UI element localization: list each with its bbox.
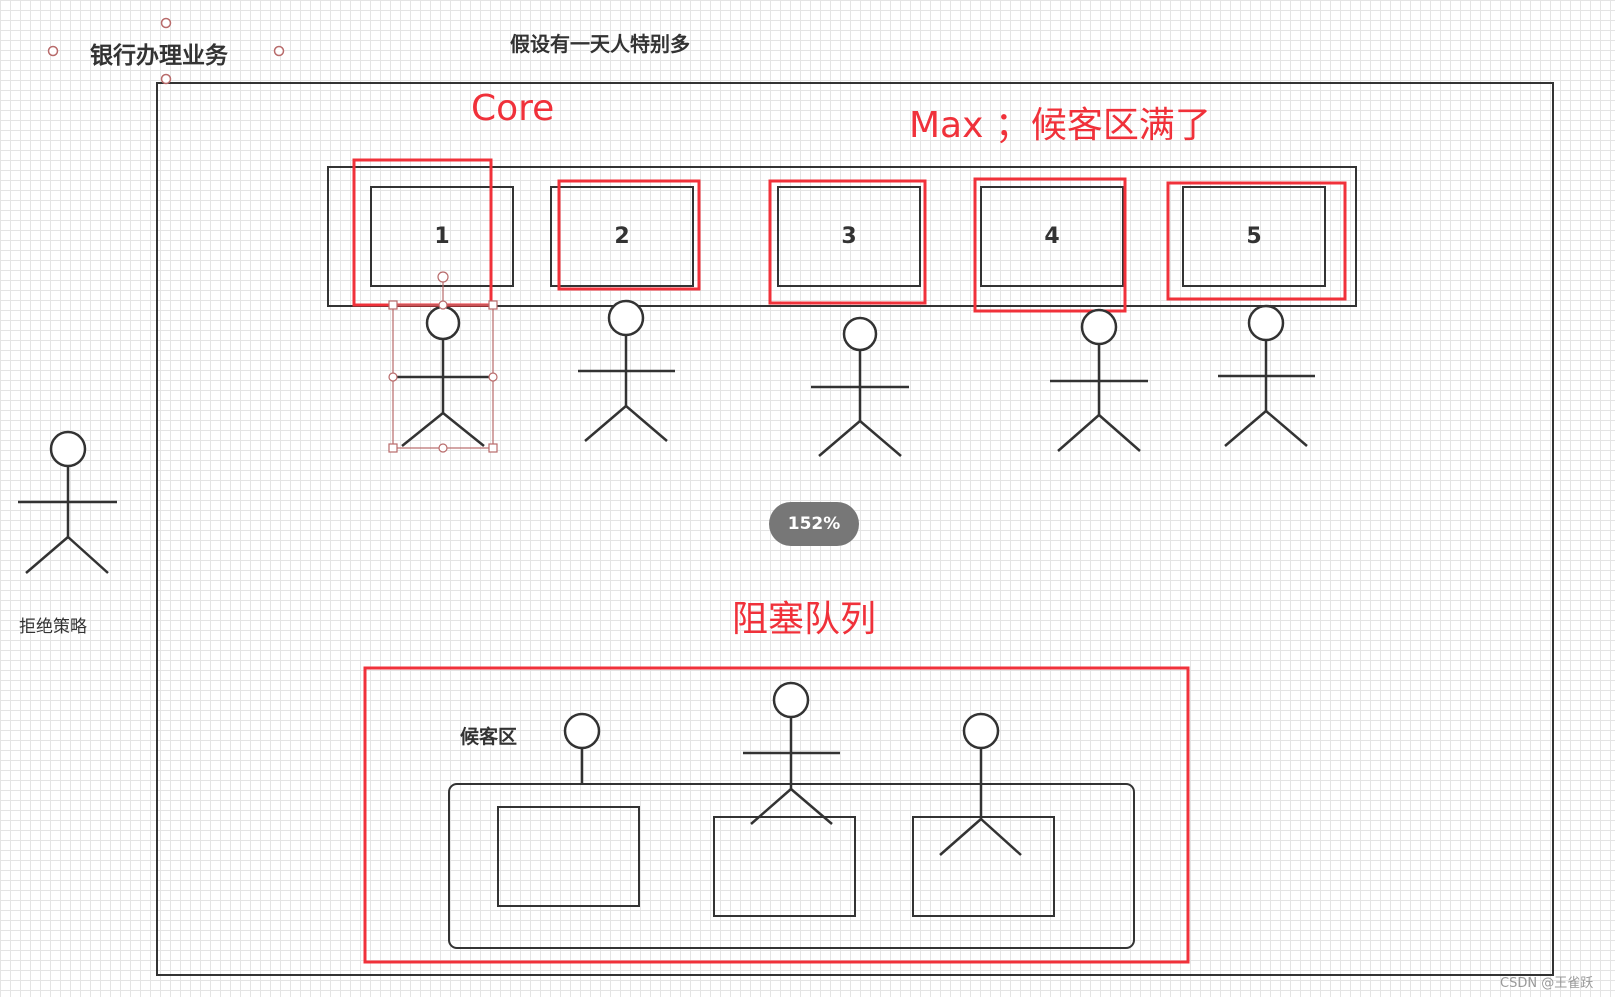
- counter-label-1: 1: [434, 224, 450, 249]
- counter-box-4[interactable]: [980, 186, 1124, 287]
- core-label[interactable]: Core: [471, 88, 555, 129]
- watermark-credit: CSDN @王雀跃: [1500, 976, 1594, 991]
- waiting-customer-1[interactable]: [563, 712, 601, 784]
- counters-row-container[interactable]: [327, 166, 1357, 307]
- counter-label-3: 3: [841, 224, 857, 249]
- max-highlight-5[interactable]: [1166, 181, 1347, 301]
- waiting-seat-2[interactable]: [713, 816, 856, 917]
- counter-box-3[interactable]: [777, 186, 921, 287]
- selection-handles[interactable]: [388, 271, 498, 453]
- waiting-area-container[interactable]: [448, 783, 1135, 949]
- customer-figure-5[interactable]: [1218, 304, 1315, 447]
- counter-box-2[interactable]: [550, 186, 694, 287]
- max-highlight-4[interactable]: [973, 177, 1127, 313]
- waiting-customer-3[interactable]: [939, 712, 1022, 856]
- waiting-seat-3[interactable]: [912, 816, 1055, 917]
- counter-label-5: 5: [1246, 224, 1262, 249]
- max-highlight-3[interactable]: [768, 179, 927, 305]
- title-selection-handles[interactable]: [47, 17, 285, 85]
- customer-figure-1[interactable]: [394, 305, 492, 447]
- counter-label-4: 4: [1044, 224, 1060, 249]
- customer-figure-4[interactable]: [1050, 308, 1148, 452]
- waiting-area-label[interactable]: 候客区: [460, 726, 518, 748]
- bank-frame[interactable]: [156, 82, 1554, 976]
- zoom-level-badge: 152%: [769, 502, 859, 546]
- blocking-queue-label[interactable]: 阻塞队列: [732, 599, 877, 640]
- counter-box-1[interactable]: [370, 186, 514, 287]
- waiting-customer-2[interactable]: [743, 681, 840, 825]
- counter-box-5[interactable]: [1182, 186, 1326, 287]
- diagram-title[interactable]: 银行办理业务: [90, 43, 228, 69]
- scenario-note[interactable]: 假设有一天人特别多: [510, 32, 690, 56]
- rejected-customer-figure[interactable]: [18, 430, 117, 574]
- counter-label-2: 2: [614, 224, 630, 249]
- rejection-policy-label[interactable]: 拒绝策略: [19, 617, 87, 637]
- blocking-queue-highlight[interactable]: [363, 666, 1190, 964]
- waiting-seat-1[interactable]: [497, 806, 640, 907]
- max-highlight-2[interactable]: [557, 179, 701, 291]
- customer-figure-3[interactable]: [811, 316, 909, 457]
- customer-figure-2[interactable]: [578, 299, 675, 442]
- max-label[interactable]: Max ；候客区满了: [909, 105, 1211, 146]
